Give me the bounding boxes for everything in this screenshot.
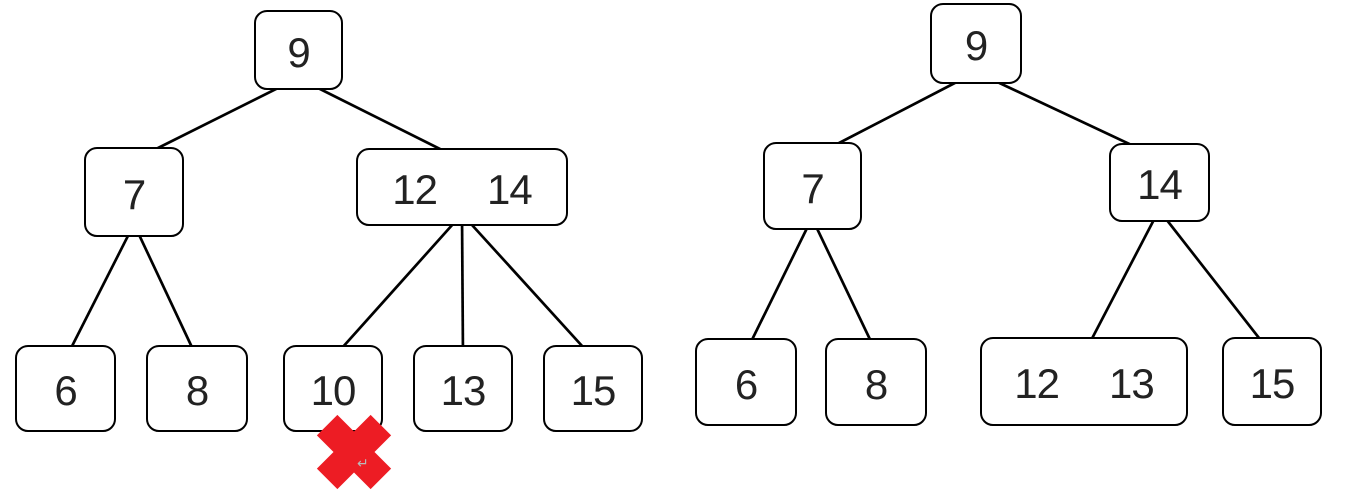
- node-key: 12: [392, 165, 438, 213]
- node-key: 7: [801, 164, 824, 212]
- edge-left-1214-13: [460, 213, 465, 359]
- node-key: 6: [54, 367, 77, 414]
- edge-left-7-8: [132, 223, 199, 359]
- tree-left-node-9: 9: [254, 10, 343, 90]
- node-key: 14: [487, 165, 533, 213]
- tree-left-node-10: 10: [283, 345, 383, 432]
- node-key: 8: [185, 367, 209, 414]
- edge-right-14-15: [1157, 209, 1272, 353]
- tree-left-node-15: 15: [543, 345, 643, 432]
- paragraph-return-mark: ↵: [357, 456, 369, 472]
- edge-right-14-1213: [1083, 209, 1161, 353]
- tree-left-node-6: 6: [15, 345, 116, 432]
- tree-right-node-7: 7: [763, 142, 862, 230]
- node-key: 15: [1249, 360, 1296, 407]
- tree-right-node-6: 6: [695, 338, 797, 426]
- tree-left-node-8: 8: [146, 345, 248, 432]
- edge-left-9-1214: [297, 76, 463, 162]
- tree-right-node-12-13: 12 13: [980, 337, 1188, 426]
- node-key: 13: [1109, 360, 1155, 407]
- tree-right-node-15: 15: [1222, 337, 1322, 426]
- tree-right-node-8: 8: [825, 338, 927, 426]
- node-key: 13: [440, 367, 487, 414]
- node-key: 10: [310, 367, 357, 414]
- edge-left-1214-10: [331, 213, 464, 359]
- tree-left-node-12-14: 12 14: [356, 148, 568, 226]
- edge-right-7-6: [744, 217, 814, 353]
- node-key: 8: [864, 360, 888, 408]
- delete-cross-icon: [316, 414, 392, 490]
- node-key: 9: [287, 28, 310, 76]
- edge-right-9-14: [975, 70, 1156, 158]
- node-key: 9: [964, 22, 988, 69]
- edge-left-7-6: [64, 223, 136, 359]
- node-key: 15: [570, 367, 617, 414]
- edge-left-9-7: [133, 76, 299, 162]
- edge-left-1214-15: [461, 213, 594, 359]
- tree-left-node-13: 13: [413, 345, 513, 432]
- edge-right-7-8: [810, 217, 878, 353]
- node-key: 7: [122, 170, 146, 218]
- node-key: 12: [1014, 360, 1060, 407]
- tree-right-node-9: 9: [930, 3, 1022, 84]
- node-key: 14: [1137, 161, 1183, 208]
- node-key: 6: [734, 360, 758, 408]
- tree-right-node-14: 14: [1109, 143, 1210, 222]
- tree-left-node-7: 7: [84, 147, 184, 237]
